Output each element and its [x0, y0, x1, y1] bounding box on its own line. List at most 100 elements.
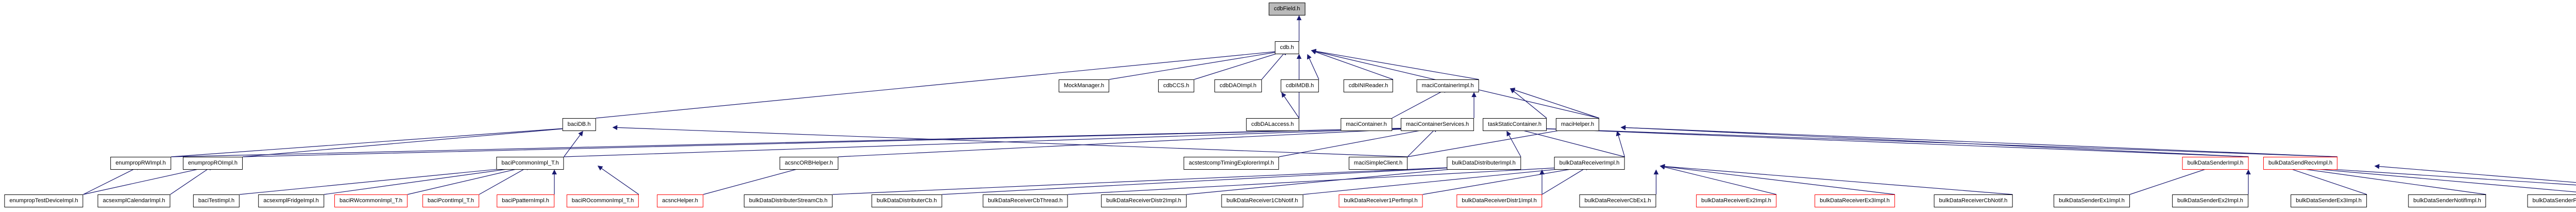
graph-node-enumproprwimpl-h[interactable]: enumpropRWImpl.h	[110, 157, 171, 170]
graph-node-cdbinireader-h[interactable]: cdbINIReader.h	[1343, 79, 1394, 92]
graph-edge	[597, 166, 639, 195]
graph-node-bacirwcommonimpl-t-h[interactable]: baciRWcommonImpl_T.h	[334, 194, 408, 207]
graph-edge	[1261, 50, 1287, 80]
graph-edge	[407, 165, 531, 195]
graph-node-bulkdatareceivercbthread-h[interactable]: bulkDataReceiverCbThread.h	[982, 194, 1068, 207]
graph-edge	[1659, 165, 1777, 195]
graph-node-bulkdatasenderex2impl-h[interactable]: bulkDataSenderEx2Impl.h	[2172, 194, 2248, 207]
graph-edge	[703, 165, 809, 195]
graph-node-cdbfield-h: cdbField.h	[1268, 3, 1306, 15]
graph-edge	[171, 125, 580, 157]
graph-edge	[1186, 164, 1484, 195]
graph-edge	[832, 164, 1484, 195]
graph-edge	[324, 164, 531, 195]
graph-node-taskstaticcontainer-h[interactable]: taskStaticContainer.h	[1483, 118, 1547, 131]
graph-edge	[1407, 125, 1578, 157]
graph-edge	[1311, 48, 1479, 80]
graph-edge	[1422, 164, 1590, 195]
graph-node-cdb-h[interactable]: cdb.h	[1275, 41, 1299, 54]
graph-node-bulkdatasendrecvimpl-h[interactable]: bulkDataSendRecvImpl.h	[2263, 157, 2338, 170]
graph-node-bulkdatasenderex1impl-h[interactable]: bulkDataSenderEx1Impl.h	[2054, 194, 2130, 207]
graph-edge	[1279, 125, 1438, 157]
graph-edge	[1510, 126, 1625, 157]
graph-node-acsncorbhelper-h[interactable]: acsncORBHelper.h	[779, 157, 838, 170]
graph-node-cdbimdb-h[interactable]: cdbIMDB.h	[1280, 79, 1319, 92]
graph-node-bacirocommonimpl-t-h[interactable]: baciROcommonImpl_T.h	[566, 194, 639, 207]
graph-edge	[1510, 88, 1600, 119]
graph-node-macicontainerimpl-h[interactable]: maciContainerImpl.h	[1416, 79, 1479, 92]
graph-edge	[1506, 131, 1521, 157]
graph-edge	[1510, 88, 1547, 119]
graph-edge	[1510, 125, 2338, 157]
graph-node-macicontainerservices-h[interactable]: maciContainerServices.h	[1400, 118, 1475, 131]
graph-node-bulkdatadistributercb-h[interactable]: bulkDataDistributerCb.h	[871, 194, 942, 207]
graph-edge	[1541, 166, 1590, 195]
graph-edge	[2281, 164, 2576, 192]
graph-node-bulkdatareceiverex3impl-h[interactable]: bulkDataReceiverEx3Impl.h	[1815, 194, 1895, 207]
graph-node-mockmanager-h[interactable]: MockManager.h	[1058, 79, 1110, 92]
graph-edge	[1311, 50, 1394, 80]
graph-edge	[1620, 125, 2338, 157]
graph-edge	[83, 165, 213, 195]
graph-node-macihelper-h[interactable]: maciHelper.h	[1555, 118, 1600, 131]
graph-node-cdbdalaccess-h[interactable]: cdbDALaccess.h	[1246, 118, 1299, 131]
graph-edge	[242, 125, 1438, 157]
graph-edge	[1307, 54, 1319, 80]
graph-node-bulkdatareceiver1perfimpl-h[interactable]: bulkDataReceiver1PerfImpl.h	[1338, 194, 1423, 207]
graph-node-bacidb-h[interactable]: baciDB.h	[562, 118, 596, 131]
graph-edge	[1510, 125, 2249, 157]
graph-node-bulkdatasendernotifimpl-h[interactable]: bulkDataSenderNotifImpl.h	[2408, 194, 2486, 207]
graph-edge	[2281, 165, 2367, 195]
graph-edge	[612, 125, 1408, 157]
graph-node-cdbdaoimpl-h[interactable]: cdbDAOImpl.h	[1214, 79, 1262, 92]
graph-edge	[83, 166, 141, 195]
graph-node-bulkdatareceiverimpl-h[interactable]: bulkDataReceiverImpl.h	[1554, 157, 1625, 170]
graph-edge	[596, 48, 1287, 119]
graph-node-enumproproimpl-h[interactable]: enumpropROImpl.h	[183, 157, 243, 170]
graph-edge	[564, 131, 583, 157]
graph-edge	[242, 125, 580, 157]
graph-node-cdbccs-h[interactable]: cdbCCS.h	[1158, 79, 1195, 92]
graph-edge	[2129, 165, 2216, 195]
graph-edge	[1659, 164, 2013, 195]
graph-node-bulkdatareceivercbex1-h[interactable]: bulkDataReceiverCbEx1.h	[1579, 194, 1656, 207]
graph-node-macicontainer-h[interactable]: maciContainer.h	[1341, 118, 1392, 131]
graph-node-bulkdatareceivercbnotif-h[interactable]: bulkDataReceiverCbNotif.h	[1934, 194, 2013, 207]
graph-node-bacitestimpl-h[interactable]: baciTestImpl.h	[193, 194, 240, 207]
graph-edge	[942, 164, 1484, 195]
graph-node-bulkdatareceiverex2impl-h[interactable]: bulkDataReceiverEx2Impl.h	[1696, 194, 1776, 207]
graph-edge	[2281, 164, 2576, 186]
graph-node-bacipcontimpl-t-h[interactable]: baciPcontImpl_T.h	[422, 194, 479, 207]
graph-edge	[1616, 131, 1625, 157]
graph-node-bulkdatasenderex3impl-h[interactable]: bulkDataSenderEx3Impl.h	[2291, 194, 2367, 207]
graph-node-enumproptestdeviceimpl-h[interactable]: enumpropTestDeviceImpl.h	[4, 194, 83, 207]
graph-node-bulkdatasenderperfimpl-h[interactable]: bulkDataSenderPerfImpl.h	[2527, 194, 2576, 207]
graph-node-macisimpleclient-h[interactable]: maciSimpleClient.h	[1348, 157, 1408, 170]
graph-node-bacippatternimpl-h[interactable]: baciPpatternImpl.h	[497, 194, 554, 207]
graph-node-bulkdatadistributerstreamcb-h[interactable]: bulkDataDistributerStreamCb.h	[743, 194, 833, 207]
graph-edge	[1067, 164, 1590, 195]
graph-edge	[1281, 92, 1299, 119]
graph-edge	[838, 125, 1438, 157]
graph-edge	[2281, 164, 2486, 195]
graph-node-bacipcommonimpl-t-h[interactable]: baciPcommonImpl_T.h	[496, 157, 564, 170]
graph-edge	[564, 125, 1438, 157]
graph-edge	[1407, 126, 1438, 157]
graph-edge	[1392, 88, 1448, 119]
graph-node-bulkdatareceiverdistr1impl-h[interactable]: bulkDataReceiverDistr1Impl.h	[1456, 194, 1542, 207]
graph-edge	[1109, 48, 1287, 80]
graph-node-bulkdatadistributerimpl-h[interactable]: bulkDataDistributerImpl.h	[1447, 157, 1521, 170]
graph-edge	[1659, 164, 1895, 195]
graph-node-acstestcomptimingexplorerimpl-h[interactable]: acstestcompTimingExplorerImpl.h	[1183, 157, 1279, 170]
graph-node-bulkdatasenderimpl-h[interactable]: bulkDataSenderImpl.h	[2182, 157, 2249, 170]
graph-node-acsexmplcalendarimpl-h[interactable]: acsexmplCalendarImpl.h	[97, 194, 171, 207]
graph-node-acsnchelper-h[interactable]: acsncHelper.h	[657, 194, 703, 207]
graph-node-bulkdatareceiverdistr2impl-h[interactable]: bulkDataReceiverDistr2Impl.h	[1101, 194, 1187, 207]
graph-edge	[1620, 125, 2249, 157]
graph-edge	[2374, 164, 2576, 183]
graph-edge	[1194, 49, 1287, 80]
graph-node-bulkdatareceiver1cbnotif-h[interactable]: bulkDataReceiver1CbNotif.h	[1221, 194, 1303, 207]
graph-node-acsexmplfridgeimpl-h[interactable]: acsexmplFridgeImpl.h	[258, 194, 324, 207]
